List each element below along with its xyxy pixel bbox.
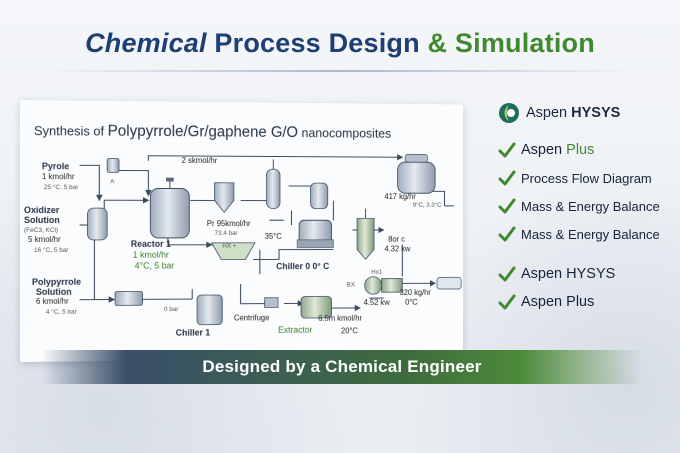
centrifuge-unit bbox=[265, 298, 278, 308]
title-divider bbox=[40, 70, 640, 72]
logo-name: HYSYS bbox=[571, 105, 621, 121]
reactor-1-vessel bbox=[150, 177, 189, 238]
oxidizer-vessel bbox=[87, 208, 107, 240]
green-column bbox=[357, 209, 374, 260]
logo-prefix: Aspen bbox=[526, 105, 572, 121]
kw-432-label: 4.32 kw bbox=[384, 244, 411, 254]
oxidizer-cond-label: 16 °C, 5 bar bbox=[33, 246, 69, 254]
feature-text: Aspen bbox=[521, 142, 567, 158]
top-stream-flow-label: 2 skmol/hr bbox=[181, 155, 218, 166]
pr-flow-label: Pr 95kmol/hr bbox=[206, 219, 251, 229]
feature-aspen-hysys: Aspen HYSYS bbox=[498, 260, 678, 288]
pyrole-cond-label: 25 °C, 5 bar bbox=[43, 184, 79, 192]
hx1-label: Hx1 bbox=[371, 268, 383, 276]
feature-process-flow-diagram: Process Flow Diagram bbox=[498, 164, 678, 192]
feature-mass-energy-balance-2: Mass & Energy Balance bbox=[498, 220, 678, 248]
feature-aspen-plus-2: Aspen Plus bbox=[498, 288, 678, 316]
check-icon bbox=[498, 170, 516, 186]
check-icon bbox=[498, 198, 516, 214]
oxidizer-flow-label: 5 kmol/hr bbox=[27, 234, 61, 244]
reactor-1-cond-label: 4°C, 5 bar bbox=[134, 260, 175, 271]
flow-320-label: 320 kg/hr bbox=[399, 288, 431, 297]
check-icon bbox=[498, 142, 516, 158]
condenser-tank bbox=[398, 154, 435, 193]
oxidizer-comp-label: (FeC3, KCl) bbox=[23, 227, 59, 234]
feature-label: Process Flow Diagram bbox=[521, 170, 652, 186]
aspen-hysys-logo-text: Aspen HYSYS bbox=[526, 105, 620, 121]
column-vessel bbox=[267, 159, 280, 208]
pr-small-label: 73.4 bar bbox=[214, 230, 238, 237]
polypyrrole-cond-label: 4 °C, 5 bar bbox=[45, 308, 77, 316]
temp-80-label: 8or c bbox=[388, 234, 405, 244]
feature-mass-energy-balance: Mass & Energy Balance bbox=[498, 192, 678, 220]
feature-sidebar: Aspen HYSYS Aspen Plus Process Flow Diag… bbox=[498, 98, 678, 316]
kmol-65-label: 6.5m kmol/hr bbox=[318, 313, 363, 323]
kw-452-label: 4.52 kw bbox=[363, 298, 390, 307]
polypyrrole-flow-label: 6 kmol/hr bbox=[35, 296, 69, 306]
reactor-1-label: Reactor 1 bbox=[130, 238, 171, 249]
cond-small-label: 9°C, 3.3°C bbox=[412, 201, 442, 209]
banner-text: Designed by a Chemical Engineer bbox=[202, 357, 482, 376]
oxidizer-label-2: Solution bbox=[23, 215, 60, 226]
temp-0-label: 0°C bbox=[405, 297, 418, 307]
pyrole-feed-drum bbox=[107, 158, 119, 172]
chiller-1-unit bbox=[197, 295, 222, 325]
process-flow-diagram: Synthesis of Polypyrrole/Gr/gaphene G/O … bbox=[20, 100, 463, 362]
centrifuge-label: Centrifuge bbox=[233, 313, 270, 323]
title-part-process-design: Process Design bbox=[206, 28, 420, 58]
chiller-0-unit bbox=[297, 220, 333, 247]
page-title: Chemical Process Design & Simulation bbox=[0, 28, 680, 59]
zero-bar-label: 0 bar bbox=[164, 306, 179, 314]
extractor-unit bbox=[301, 296, 331, 318]
aspen-logo-icon bbox=[499, 103, 519, 123]
temp-35-label: 35°C bbox=[264, 231, 282, 241]
pyrole-flow-label: 1 kmol/hr bbox=[41, 172, 75, 182]
feature-label: Aspen Plus bbox=[521, 294, 595, 310]
pyrole-label: Pyrole bbox=[41, 161, 70, 172]
flash-drum bbox=[311, 183, 328, 208]
extractor-label: Extractor bbox=[278, 324, 313, 335]
reactor-1-flow-label: 1 kmol/hr bbox=[132, 249, 169, 260]
feature-label: Aspen HYSYS bbox=[521, 266, 616, 282]
title-part-chemical: Chemical bbox=[85, 28, 207, 58]
product-cooler bbox=[437, 277, 461, 289]
chiller-1-label: Chiller 1 bbox=[175, 327, 211, 338]
valve-bx-label: BX bbox=[346, 281, 355, 289]
flow-diagram-svg bbox=[20, 100, 463, 362]
feature-aspen-plus: Aspen Plus bbox=[498, 136, 678, 164]
polypyrrole-tank bbox=[115, 291, 142, 305]
feature-accent: Plus bbox=[566, 142, 595, 158]
flow-417-label: 417 kg/hr bbox=[384, 192, 416, 201]
check-icon bbox=[498, 226, 516, 242]
feature-label: Aspen Plus bbox=[521, 142, 594, 158]
feature-label: Mass & Energy Balance bbox=[521, 198, 660, 214]
hx-top-exchanger bbox=[212, 243, 255, 260]
designer-banner: Designed by a Chemical Engineer bbox=[42, 350, 642, 384]
hx-top-label: HX + bbox=[222, 242, 237, 250]
check-icon bbox=[498, 294, 516, 310]
aspen-hysys-logo: Aspen HYSYS bbox=[498, 98, 678, 128]
check-icon bbox=[498, 266, 516, 282]
small-a-label: A bbox=[110, 178, 115, 186]
chiller-0-label: Chiller 0 0° C bbox=[276, 261, 330, 272]
temp-20-label: 20°C bbox=[340, 326, 358, 336]
feature-label: Mass & Energy Balance bbox=[521, 226, 660, 242]
title-part-simulation: & Simulation bbox=[419, 28, 595, 58]
hx1-pump bbox=[365, 277, 403, 295]
separator-funnel bbox=[215, 183, 234, 213]
